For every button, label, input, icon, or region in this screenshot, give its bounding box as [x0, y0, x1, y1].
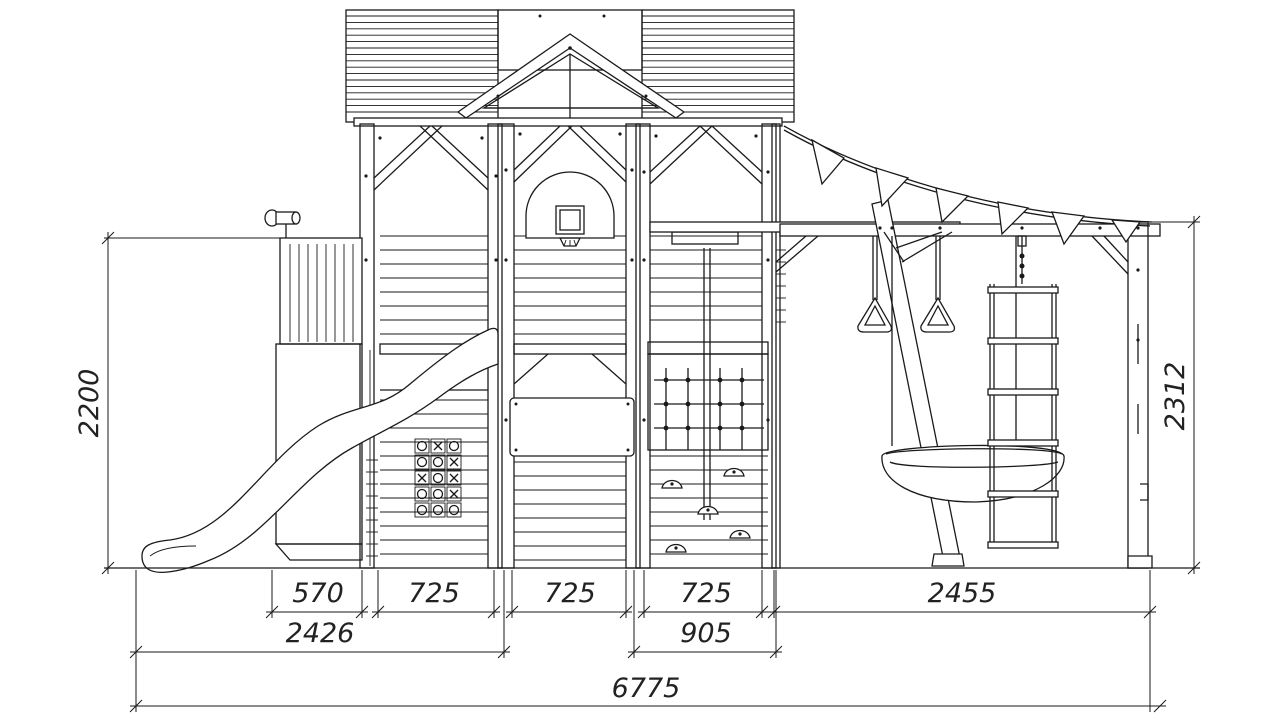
tic-tac-toe-board [414, 438, 462, 518]
sign-board [509, 397, 635, 457]
height-label-2312: 2312 [1160, 362, 1191, 431]
dim-label-725-a: 725 [408, 578, 460, 609]
dim-label-2426: 2426 [286, 618, 355, 649]
basketball-hoop [525, 171, 615, 247]
bunting-flags [783, 125, 1153, 246]
dim-label-6775: 6775 [612, 673, 681, 704]
height-label-2200: 2200 [74, 369, 105, 438]
bay-two-wall [509, 171, 635, 561]
climbing-net [654, 368, 764, 450]
slide-platform [264, 209, 363, 561]
bay-three-wall [647, 231, 769, 555]
telescope-icon [264, 209, 301, 238]
rope-ladder [987, 235, 1059, 549]
dim-label-725-c: 725 [680, 578, 732, 609]
gymnastic-rings [857, 236, 956, 333]
dim-label-905: 905 [680, 618, 732, 649]
dim-label-2455: 2455 [928, 578, 997, 609]
dimension-lines [129, 570, 1167, 713]
height-dimension-right: 2312 [1150, 215, 1201, 575]
wavy-slide [141, 327, 499, 574]
dim-label-725-b: 725 [544, 578, 596, 609]
dim-label-570: 570 [292, 578, 344, 609]
climbing-holds [661, 467, 751, 553]
height-dimension-left: 2200 [74, 231, 280, 575]
swing-frame [649, 199, 1161, 569]
nest-swing [881, 236, 1065, 503]
